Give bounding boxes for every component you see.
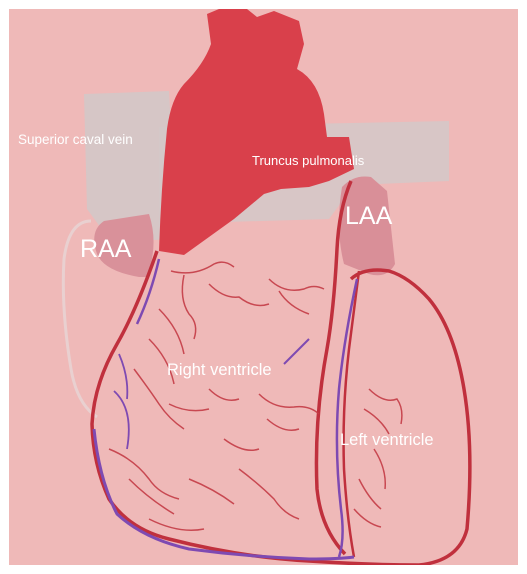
heart-drawing [9, 9, 518, 565]
superior-caval-vein-label: Superior caval vein [18, 133, 133, 147]
raa-label: RAA [80, 237, 131, 262]
right-ventricle-label: Right ventricle [167, 362, 272, 379]
heart-illustration: Superior caval vein Truncus pulmonalis R… [9, 9, 518, 565]
laa-label: LAA [345, 204, 392, 229]
truncus-pulmonalis-label: Truncus pulmonalis [252, 154, 364, 167]
left-ventricle-label: Left ventricle [340, 432, 434, 449]
